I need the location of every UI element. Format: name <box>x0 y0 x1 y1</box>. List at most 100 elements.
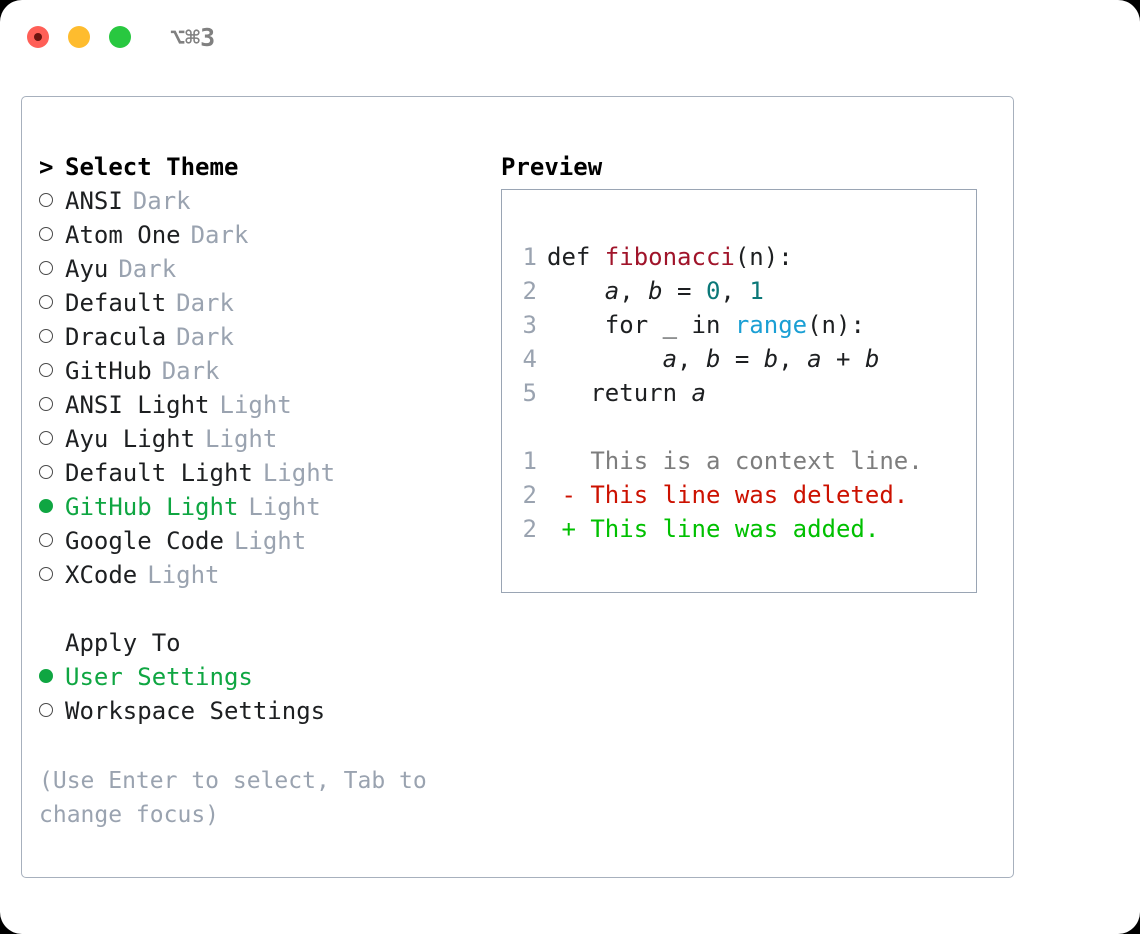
code-token: , <box>720 277 750 305</box>
radio-unselected-icon <box>39 524 65 558</box>
radio-dot <box>39 261 53 275</box>
theme-variant-badge: Light <box>233 527 307 555</box>
radio-dot <box>39 533 53 547</box>
code-line: 5 return a <box>515 376 968 410</box>
radio-dot <box>39 703 53 717</box>
radio-dot <box>39 669 53 683</box>
theme-name: Ayu Light <box>65 425 196 453</box>
caret-icon: > <box>39 153 54 181</box>
code-token: fibonacci <box>604 243 735 271</box>
theme-list-item[interactable]: GitHub Dark <box>39 354 479 388</box>
diff-spacer <box>515 410 968 444</box>
maximize-button[interactable] <box>109 26 131 48</box>
theme-list-item[interactable]: ANSI Dark <box>39 184 479 218</box>
code-token: a <box>691 379 706 407</box>
code-token: (n): <box>734 243 793 271</box>
diff-text: - This line was deleted. <box>547 481 909 509</box>
code-token: a <box>662 345 678 373</box>
theme-variant-badge: Dark <box>190 221 249 249</box>
theme-name: Atom One <box>65 221 181 249</box>
radio-dot <box>39 363 53 377</box>
apply-to-item[interactable]: Workspace Settings <box>39 694 479 728</box>
code-token: b <box>763 345 779 373</box>
code-token: a <box>604 277 620 305</box>
list-spacer <box>39 592 479 626</box>
code-token: def <box>547 243 605 271</box>
theme-name: XCode <box>65 561 138 589</box>
preview-title: Preview <box>501 153 603 181</box>
code-line: 3 for _ in range(n): <box>515 308 968 342</box>
code-token: b <box>864 345 880 373</box>
code-token: (n): <box>807 311 865 339</box>
theme-variant-badge: Dark <box>118 255 177 283</box>
keyboard-shortcut-label: ⌥⌘3 <box>170 23 216 52</box>
radio-dot <box>39 465 53 479</box>
theme-variant-badge: Light <box>248 493 321 521</box>
radio-dot <box>39 193 53 207</box>
code-token: return <box>547 379 692 407</box>
select-theme-title: Select Theme <box>65 153 239 181</box>
code-line: 4 a, b = b, a + b <box>515 342 968 376</box>
theme-variant-badge: Light <box>147 561 220 589</box>
radio-selected-icon <box>39 490 65 524</box>
radio-unselected-icon <box>39 456 65 490</box>
code-line: 1 def fibonacci(n): <box>515 240 968 274</box>
radio-dot <box>39 295 53 309</box>
select-theme-header: > Select Theme <box>39 150 479 184</box>
radio-dot <box>39 499 53 513</box>
code-token: = <box>662 277 706 305</box>
theme-list-item[interactable]: Atom One Dark <box>39 218 479 252</box>
code-token: 0 <box>705 277 721 305</box>
theme-name: Dracula <box>65 323 167 351</box>
minimize-button[interactable] <box>68 26 90 48</box>
theme-name: GitHub <box>65 357 152 385</box>
code-token: a <box>807 345 822 373</box>
theme-list-item[interactable]: ANSI Light Light <box>39 388 479 422</box>
radio-unselected-icon <box>39 354 65 388</box>
diff-text: This is a context line. <box>547 447 923 475</box>
code-token: range <box>734 311 808 339</box>
theme-variant-badge: Dark <box>132 187 191 215</box>
radio-dot <box>39 431 53 445</box>
radio-unselected-icon <box>39 422 65 456</box>
theme-list-item[interactable]: Default Light Light <box>39 456 479 490</box>
title-bar: ⌥⌘3 <box>0 0 1140 76</box>
theme-variant-badge: Light <box>205 425 278 453</box>
code-token: + <box>821 345 865 373</box>
theme-list-item[interactable]: XCode Light <box>39 558 479 592</box>
apply-to-item[interactable]: User Settings <box>39 660 479 694</box>
diff-line: 1 This is a context line. <box>515 444 968 478</box>
radio-dot <box>39 329 53 343</box>
theme-variant-badge: Light <box>262 459 336 487</box>
radio-dot <box>39 397 53 411</box>
theme-name: ANSI Light <box>65 391 210 419</box>
radio-dot <box>39 227 53 241</box>
line-number: 2 <box>522 515 537 543</box>
theme-name: Default Light <box>65 459 253 487</box>
radio-unselected-icon <box>39 388 65 422</box>
theme-name: ANSI <box>65 187 123 215</box>
line-number: 2 <box>522 481 537 509</box>
apply-to-header: ○Apply To <box>39 626 479 660</box>
theme-variant-badge: Dark <box>161 357 220 385</box>
radio-unselected-icon <box>39 694 65 728</box>
line-number: 1 <box>522 243 537 271</box>
close-button[interactable] <box>27 26 49 48</box>
theme-list-item[interactable]: Ayu Light Light <box>39 422 479 456</box>
marker-placeholder: ○ <box>39 626 65 660</box>
theme-variant-badge: Light <box>219 391 292 419</box>
radio-dot <box>39 567 53 581</box>
code-token <box>547 345 663 373</box>
